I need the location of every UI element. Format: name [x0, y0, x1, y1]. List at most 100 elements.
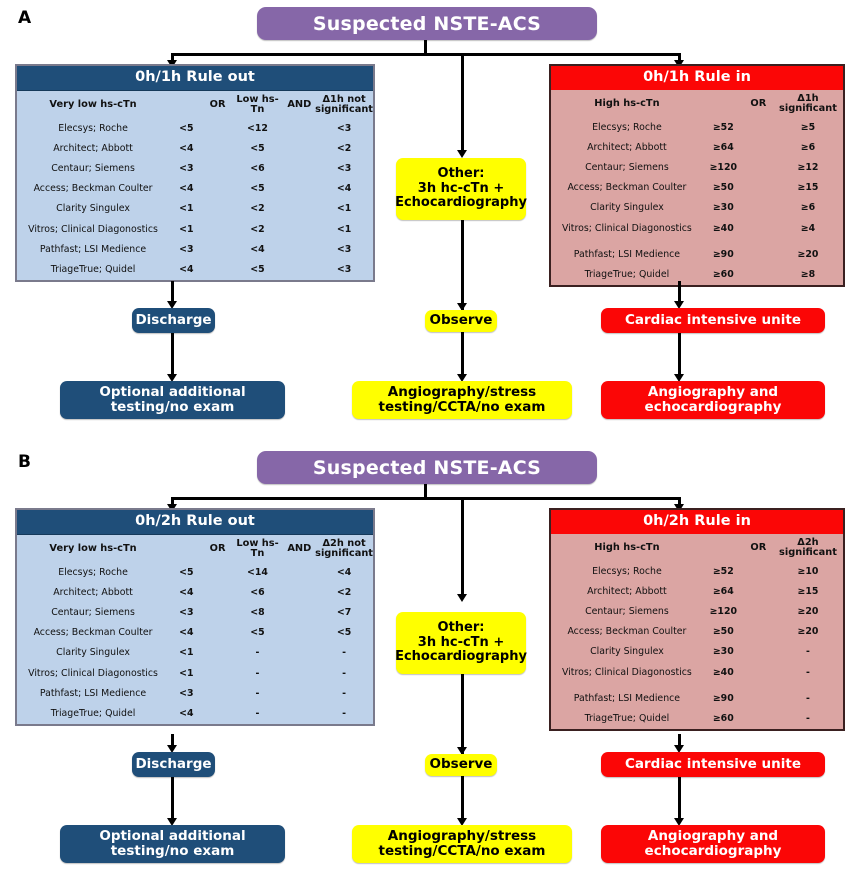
high-value: ≥60	[712, 268, 734, 280]
col-or: OR	[209, 98, 226, 110]
assay-name: Pathfast; LSI Medience	[39, 687, 147, 699]
panel-a: A Suspected NSTE-ACS 0h/1h Rule out Very…	[0, 0, 850, 443]
delta-value: ≥6	[800, 202, 816, 214]
delta-value: ≥6	[800, 141, 816, 153]
arrowhead-cardiac-a	[674, 301, 684, 309]
assay-name: Pathfast; LSI Medience	[573, 248, 681, 260]
delta-value: <7	[336, 607, 352, 619]
delta-value: <5	[336, 627, 352, 639]
observe-box-b: Observe	[425, 754, 497, 776]
connector-bus-b	[172, 497, 680, 500]
discharge-box-a: Discharge	[132, 308, 215, 333]
delta-value: ≥10	[797, 565, 819, 577]
rule-out-grid-a: Very low hs-cTn OR Low hs-Tn AND Δ1h not…	[17, 91, 373, 280]
arrowhead-middle-b	[457, 594, 467, 602]
assay-name: Access; Beckman Coulter	[33, 627, 153, 639]
table-row: Centaur; Siemens<3<8<7	[17, 603, 373, 623]
delta-value: ≥20	[797, 626, 819, 638]
low-value: -	[255, 647, 260, 659]
assay-name: Architect; Abbott	[587, 141, 667, 153]
table-row: TriageTrue; Quidel≥60≥8	[551, 265, 843, 285]
arrowhead-optional-b	[167, 818, 177, 826]
table-row: Elecsys; Roche≥52≥10	[551, 562, 843, 582]
other-box-b: Other:3h hc-cTn +Echocardiography	[395, 612, 527, 674]
assay-name: TriageTrue; Quidel	[584, 712, 670, 724]
connector-observe-angio-a	[461, 332, 464, 378]
low-value: <2	[250, 203, 265, 215]
very-low-value: <1	[179, 647, 194, 659]
table-row: TriageTrue; Quidel<4--	[17, 704, 373, 724]
low-value: -	[255, 667, 260, 679]
connector-cardiac-angio-a	[678, 333, 681, 378]
assay-name: TriageTrue; Quidel	[584, 268, 670, 280]
arrowhead-middle-a	[457, 150, 467, 158]
suspected-nste-acs-header-a: Suspected NSTE-ACS	[257, 7, 597, 40]
low-value: -	[255, 687, 260, 699]
assay-name: Architect; Abbott	[53, 586, 133, 598]
table-row: Pathfast; LSI Medience ≥90 ≥20	[551, 245, 843, 265]
table-row: Architect; Abbott≥64≥15	[551, 582, 843, 602]
delta-value: <1	[336, 223, 352, 235]
arrowhead-observe-a	[457, 303, 467, 311]
assay-name: Vitros; Clinical Diagonostics	[562, 222, 692, 234]
rule-out-grid-b: Very low hs-cTn OR Low hs-Tn AND Δ2h not…	[17, 535, 373, 724]
very-low-value: <5	[179, 566, 194, 578]
col-or: OR	[209, 542, 226, 554]
delta-value: <4	[336, 183, 352, 195]
delta-value: <1	[336, 203, 352, 215]
table-header-row: High hs-cTn OR Δ1h significant	[551, 90, 843, 118]
panel-letter-a: A	[18, 8, 32, 28]
assay-name: TriageTrue; Quidel	[50, 263, 136, 275]
high-value: ≥64	[712, 585, 734, 597]
rule-in-title-a: 0h/1h Rule in	[551, 66, 843, 90]
high-value: ≥90	[712, 248, 734, 260]
assay-name: Clarity Singulex	[590, 202, 664, 214]
table-row: Clarity Singulex≥30≥6	[551, 198, 843, 218]
assay-name: Access; Beckman Coulter	[567, 182, 687, 194]
very-low-value: <4	[179, 627, 194, 639]
high-value: ≥40	[712, 666, 734, 678]
assay-name: Elecsys; Roche	[58, 122, 128, 134]
assay-name: Clarity Singulex	[56, 647, 130, 659]
delta-value: <4	[336, 566, 352, 578]
very-low-value: <1	[179, 203, 194, 215]
low-value: <12	[247, 122, 268, 134]
high-value: ≥40	[712, 222, 734, 234]
connector-stem-b	[424, 484, 427, 499]
very-low-value: <3	[179, 687, 194, 699]
low-value: <6	[250, 163, 265, 175]
assay-name: Clarity Singulex	[590, 646, 664, 658]
assay-name: Pathfast; LSI Medience	[39, 243, 147, 255]
rule-out-table-b: 0h/2h Rule out Very low hs-cTn OR Low hs…	[15, 508, 375, 727]
delta-value: <2	[336, 586, 352, 598]
table-row: Vitros; Clinical Diagonostics≥40≥4	[551, 219, 843, 239]
col-and: AND	[287, 98, 312, 110]
very-low-value: <3	[179, 243, 194, 255]
table-row: Architect; Abbott<4<6<2	[17, 583, 373, 603]
table-header-row: High hs-cTn OR Δ2h significant	[551, 534, 843, 562]
assay-name: Centaur; Siemens	[585, 162, 669, 174]
delta-value: ≥15	[797, 182, 819, 194]
connector-other-observe-b	[461, 674, 464, 754]
table-row: Elecsys; Roche≥52≥5	[551, 118, 843, 138]
table-row: Vitros; Clinical Diagonostics≥40-	[551, 663, 843, 683]
table-row: Architect; Abbott<4<5<2	[17, 139, 373, 159]
table-row: Architect; Abbott≥64≥6	[551, 138, 843, 158]
connector-cardiac-angio-b	[678, 777, 681, 822]
col-low: Low hs-Tn	[236, 93, 279, 116]
col-low: Low hs-Tn	[236, 537, 279, 560]
connector-right-drop-a	[678, 53, 681, 64]
assay-name: Vitros; Clinical Diagonostics	[562, 666, 692, 678]
assay-name: Access; Beckman Coulter	[567, 626, 687, 638]
rule-in-grid-b: High hs-cTn OR Δ2h significant Elecsys; …	[551, 534, 843, 729]
delta-value: ≥20	[797, 248, 819, 260]
table-header-row: Very low hs-cTn OR Low hs-Tn AND Δ2h not…	[17, 535, 373, 563]
panel-letter-b: B	[18, 452, 31, 472]
